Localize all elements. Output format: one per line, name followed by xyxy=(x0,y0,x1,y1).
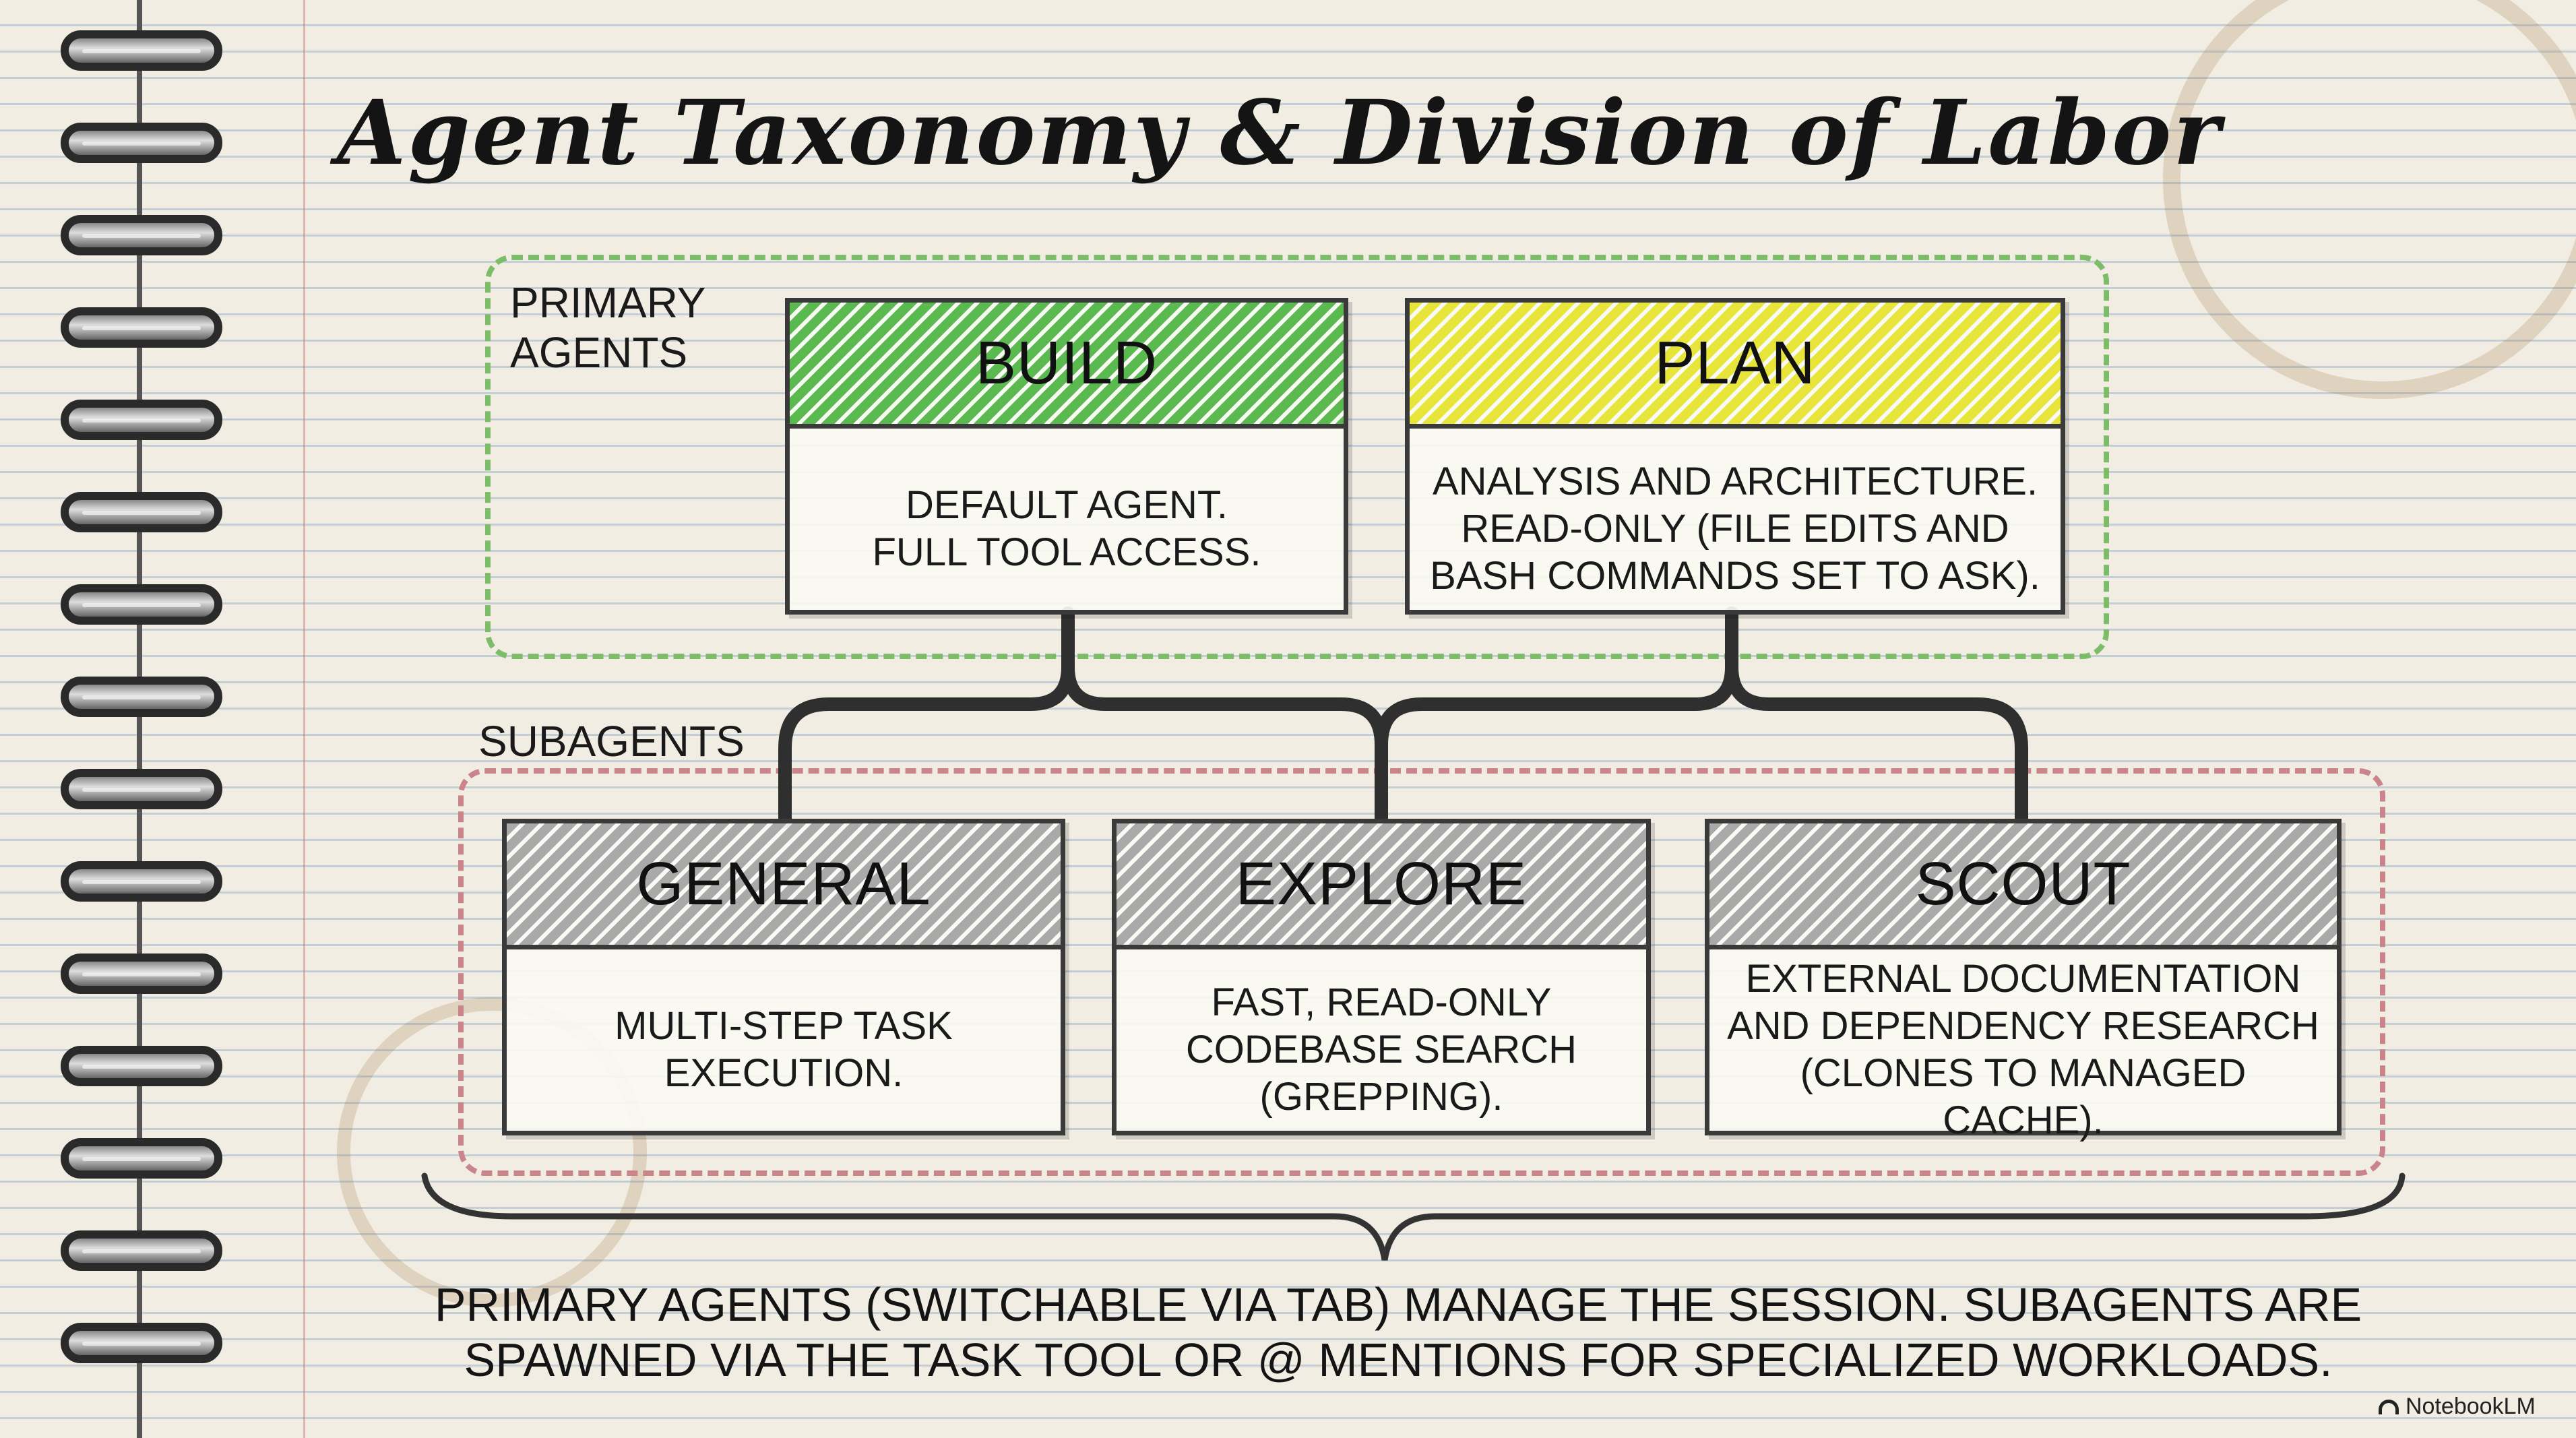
connector-build xyxy=(778,606,1075,829)
binding-ring xyxy=(61,400,222,440)
general-desc-line: EXECUTION. xyxy=(664,1051,904,1095)
explore-desc-line: FAST, READ-ONLY xyxy=(1211,980,1552,1024)
page-title: Agent Taxonomy & Division of Labor xyxy=(337,81,2222,185)
margin-line xyxy=(303,0,305,1438)
scout-card-header: SCOUT xyxy=(1709,823,2337,949)
build-card: BUILD DEFAULT AGENT. FULL TOOL ACCESS. xyxy=(785,298,1348,615)
explore-card-header: EXPLORE xyxy=(1117,823,1646,949)
scout-card: SCOUT EXTERNAL DOCUMENTATION AND DEPENDE… xyxy=(1705,819,2342,1142)
binding-wire xyxy=(137,0,142,1438)
build-card-title: BUILD xyxy=(975,329,1158,397)
footer-caption: Primary agents (switchable via Tab) mana… xyxy=(337,1277,2459,1387)
footer-brace xyxy=(421,1173,2406,1261)
binding-ring xyxy=(61,1323,222,1363)
build-desc-line: DEFAULT AGENT. xyxy=(905,483,1228,527)
explore-card-description: FAST, READ-ONLY CODEBASE SEARCH (GREPPIN… xyxy=(1117,949,1646,1135)
connector-build-explore xyxy=(1061,660,1388,829)
explore-card: EXPLORE FAST, READ-ONLY CODEBASE SEARCH … xyxy=(1112,819,1651,1135)
subagents-label: Subagents xyxy=(478,717,745,765)
explore-card-title: EXPLORE xyxy=(1235,850,1528,918)
binding-ring xyxy=(61,584,222,625)
general-card-title: GENERAL xyxy=(636,850,931,918)
scout-card-description: EXTERNAL DOCUMENTATION AND DEPENDENCY RE… xyxy=(1709,949,2337,1142)
footer-line: spawned via the task tool or @ mentions … xyxy=(464,1334,2333,1386)
general-desc-line: MULTI-STEP TASK xyxy=(615,1004,953,1048)
scout-desc-line: (CLONES TO MANAGED CACHE). xyxy=(1800,1051,2247,1142)
general-card-description: MULTI-STEP TASK EXECUTION. xyxy=(507,949,1061,1135)
general-card: GENERAL MULTI-STEP TASK EXECUTION. xyxy=(502,819,1065,1135)
plan-desc-line: BASH COMMANDS SET TO ASK). xyxy=(1430,554,2040,598)
scout-desc-line: AND DEPENDENCY RESEARCH xyxy=(1727,1004,2319,1048)
scout-desc-line: EXTERNAL DOCUMENTATION xyxy=(1745,957,2301,1001)
build-card-description: DEFAULT AGENT. FULL TOOL ACCESS. xyxy=(790,429,1344,615)
footer-line: Primary agents (switchable via Tab) mana… xyxy=(434,1278,2362,1331)
notebooklm-logo-icon xyxy=(2379,1399,2399,1414)
scout-card-title: SCOUT xyxy=(1915,850,2131,918)
plan-card-description: ANALYSIS AND ARCHITECTURE. READ-ONLY (FI… xyxy=(1410,429,2061,615)
binding-ring xyxy=(61,492,222,532)
binding-ring xyxy=(61,861,222,902)
explore-desc-line: CODEBASE SEARCH xyxy=(1185,1028,1577,1071)
binding-ring xyxy=(61,307,222,348)
build-desc-line: FULL TOOL ACCESS. xyxy=(872,530,1261,574)
plan-card-header: PLAN xyxy=(1410,303,2061,429)
plan-card-title: PLAN xyxy=(1654,329,1816,397)
binding-ring xyxy=(61,677,222,717)
brand-name: NotebookLM xyxy=(2406,1394,2536,1419)
binding-ring xyxy=(61,769,222,809)
connector-plan-scout xyxy=(1725,660,2028,829)
build-card-header: BUILD xyxy=(790,303,1344,429)
connector-plan xyxy=(1375,606,1738,751)
binding-ring xyxy=(61,1138,222,1179)
notebooklm-watermark: NotebookLM xyxy=(2379,1394,2536,1420)
general-card-header: GENERAL xyxy=(507,823,1061,949)
binding-ring xyxy=(61,1230,222,1271)
plan-card: PLAN ANALYSIS AND ARCHITECTURE. READ-ONL… xyxy=(1405,298,2065,615)
primary-agents-group xyxy=(485,255,2109,659)
explore-desc-line: (GREPPING). xyxy=(1259,1075,1503,1119)
subagents-group xyxy=(458,768,2385,1176)
plan-desc-line: READ-ONLY (FILE EDITS AND xyxy=(1461,507,2009,551)
primary-agents-label: Primary Agents xyxy=(510,278,706,377)
binding-ring xyxy=(61,30,222,71)
plan-desc-line: ANALYSIS AND ARCHITECTURE. xyxy=(1432,460,2038,503)
